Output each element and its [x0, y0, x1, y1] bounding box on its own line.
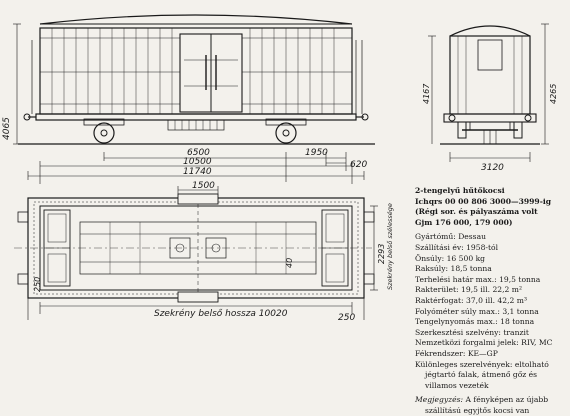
plan-view — [14, 193, 375, 303]
spec-heading: 2-tengelyű hűtőkocsi Ichqrs 00 00 806 30… — [415, 186, 567, 228]
spec-heading-line: Ichqrs 00 00 806 3000—3999-ig — [415, 196, 552, 206]
spec-line: Gyártómű: Dessau — [415, 232, 486, 242]
dim-11740: 11740 — [183, 167, 212, 177]
dim-end-height-total: 4265 — [549, 84, 558, 104]
dim-plan-40: 40 — [285, 258, 294, 268]
dim-6500: 6500 — [187, 148, 210, 158]
dim-10500: 10500 — [183, 157, 212, 167]
spec-note-text: A fényképen az újabb — [463, 395, 549, 405]
dim-height-side: 4065 — [2, 117, 12, 140]
spec-heading-line: (Régi sor. és pályaszáma volt — [415, 207, 538, 217]
spec-line: Nemzetközi forgalmi jelek: RIV, MC — [415, 338, 553, 348]
dim-plan-2293: 2293 — [377, 244, 386, 264]
dim-end-width: 3120 — [481, 163, 504, 173]
spec-heading-line: 2-tengelyű hűtőkocsi — [415, 186, 505, 195]
spec-note-label: Megjegyzés: — [415, 395, 464, 405]
spec-note-indent: szállítású egyjtős kocsi van — [425, 405, 530, 415]
dim-620: 620 — [350, 160, 367, 170]
side-dimension-lines — [13, 23, 365, 184]
spec-line: Fékrendszer: KE—GP — [415, 348, 498, 358]
side-elevation — [18, 14, 375, 145]
spec-note: Megjegyzés: A fényképen az újabb szállít… — [415, 395, 567, 416]
spec-line-indent: villamos vezeték — [425, 380, 489, 390]
plan-dimension-lines — [27, 186, 378, 320]
spec-line: Önsúly: 16 500 kg — [415, 253, 486, 263]
dim-end-height-inner: 4167 — [422, 83, 431, 104]
dim-plan-250-right: 250 — [338, 313, 355, 323]
spec-line: Rakterület: 19,5 ill. 22,2 m² — [415, 285, 523, 295]
spec-line: Raksúly: 18,5 tonna — [415, 264, 492, 274]
spec-line: Folyóméter súly max.: 3,1 tonna — [415, 306, 539, 316]
specification-block: 2-tengelyű hűtőkocsi Ichqrs 00 00 806 30… — [415, 186, 567, 416]
spec-heading-line: Gjm 176 000, 179 000) — [415, 217, 513, 227]
spec-line: Szállítási év: 1958-tól — [415, 242, 499, 252]
spec-line: Szerkesztési szelvény: tranzit — [415, 327, 529, 337]
dim-1950: 1950 — [305, 148, 328, 158]
end-elevation — [440, 25, 540, 145]
dim-plan-inner-width: Szekrény belső szélessége — [385, 203, 394, 290]
dim-plan-1500: 1500 — [192, 181, 215, 191]
spec-line-indent: jégtartó falak, átmenő gőz és — [425, 370, 538, 380]
dim-plan-250-left: 250 — [33, 277, 42, 292]
spec-line: Különleges szerelvények: eltolható — [415, 359, 549, 369]
spec-line: Tengelynyomás max.: 18 tonna — [415, 317, 535, 327]
spec-line: Terhelési határ max.: 19,5 tonna — [415, 274, 541, 284]
dim-plan-inner-length: Szekrény belső hossza 10020 — [154, 308, 288, 319]
spec-line: Raktérfogat: 37,0 ill. 42,2 m³ — [415, 295, 527, 305]
end-dimension-lines — [428, 23, 549, 162]
